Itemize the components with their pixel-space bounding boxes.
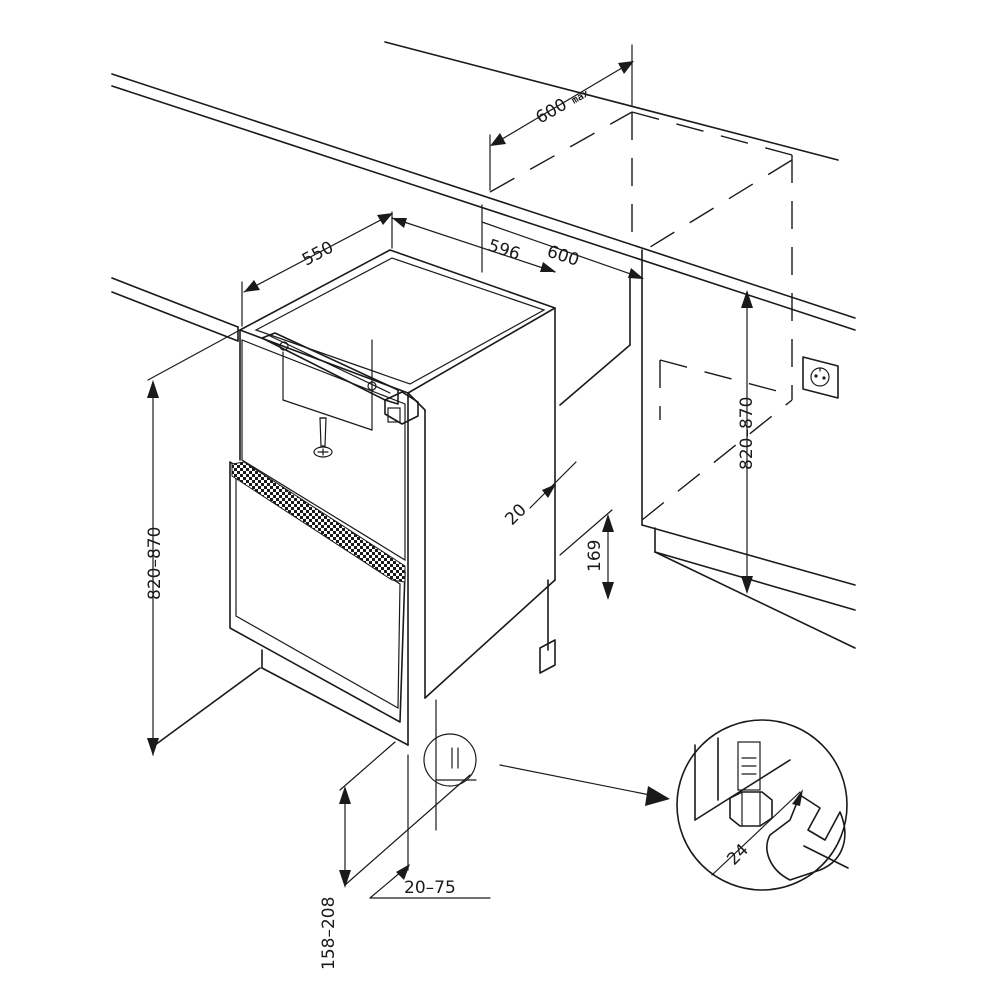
dim-cabinet-width [391,204,644,279]
left-cabinet [111,277,261,746]
label-wrench-size: 24 [723,840,752,869]
wrench-detail [499,719,849,891]
dim-niche-height [741,290,753,594]
dim-base-height [339,741,471,888]
label-cabinet-depth: 550 [299,238,337,271]
niche-outline [489,111,793,521]
label-plinth-offset: 20–75 [404,878,456,898]
dim-side-gap [529,461,577,509]
dim-niche-width-max [489,44,634,191]
mounting-rail [261,332,419,458]
dim-cabinet-height [147,329,241,756]
label-plinth-height: 169 [585,540,605,572]
wall-socket-icon [802,356,839,399]
foot-detail-marker [423,699,477,831]
label-niche-height: 820–870 [737,397,757,470]
label-side-gap: 20 [501,500,530,529]
worktop [111,41,856,331]
label-niche-width-max: 600 [533,95,571,129]
wrench-icon [766,794,849,881]
dim-plinth-offset [369,754,491,899]
door-panel [229,461,406,723]
label-base-height: 158–208 [319,897,339,970]
refrigerator [239,249,556,746]
dim-cabinet-depth [241,213,393,327]
screw-icon [313,417,333,458]
right-cabinet [559,249,856,649]
label-cabinet-width: 596 [485,236,522,265]
label-cabinet-height: 820–870 [145,527,165,600]
label-niche-width: 600 [544,242,581,271]
dim-plinth-height [559,509,614,600]
